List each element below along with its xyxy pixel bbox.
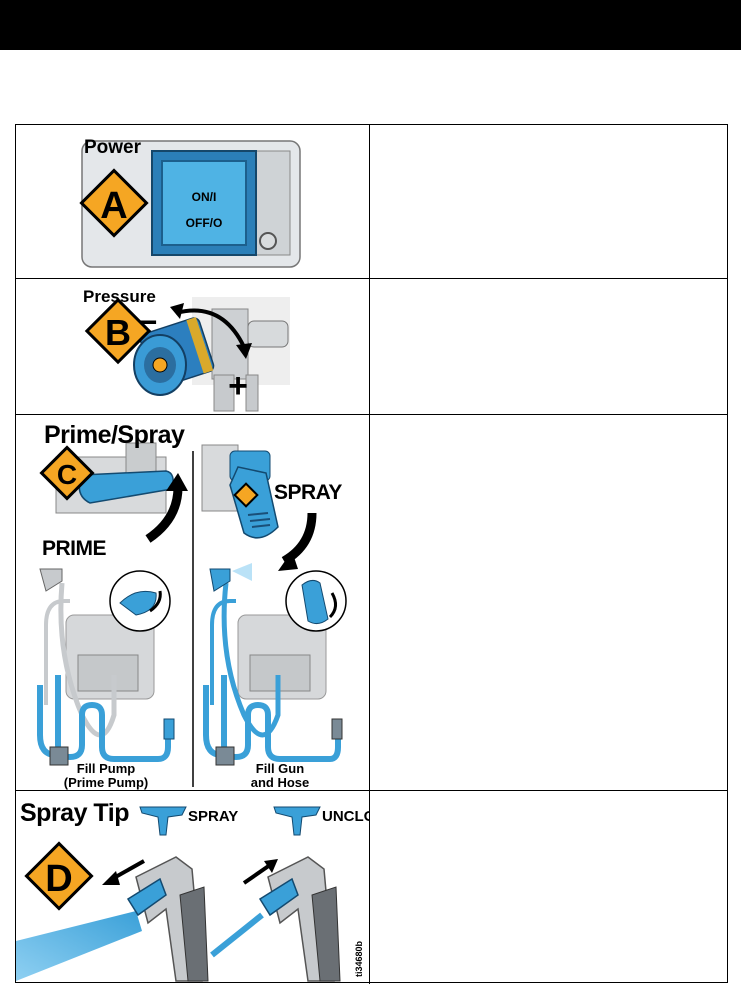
power-illustration: ON/I OFF/O A Power [16, 125, 370, 278]
spray-tip-illustration: SPRAY UNCLOG D ti34680b Spray Tip [16, 791, 370, 984]
prime-label: PRIME [42, 537, 107, 560]
pressure-title: Pressure [83, 287, 156, 306]
controls-table: ON/I OFF/O A Power [15, 124, 728, 984]
plus-label: + [228, 367, 248, 405]
prime-spray-title: Prime/Spray [44, 421, 185, 449]
prime-spray-illustration: C PRIME SPRAY [16, 415, 370, 790]
pressure-description [370, 279, 727, 414]
badge-c-letter: C [57, 459, 77, 490]
badge-d-letter: D [45, 858, 72, 900]
spray-tip-description [370, 791, 727, 984]
prime-spray-row: C PRIME SPRAY [16, 415, 727, 791]
badge-d-icon: D [24, 841, 94, 911]
figure-code: ti34680b [354, 940, 364, 977]
pressure-row: − + B Pressure [16, 279, 727, 415]
power-row: ON/I OFF/O A Power [16, 125, 727, 279]
spray-tip-title: Spray Tip [20, 799, 129, 827]
fill-gun-caption-2: and Hose [251, 775, 310, 790]
spray-tip-row: SPRAY UNCLOG D ti34680b Spray Tip [16, 791, 727, 984]
fill-pump-caption-2: (Prime Pump) [64, 775, 149, 790]
badge-a-letter: A [100, 185, 127, 227]
page-header-bar [0, 0, 741, 50]
switch-on-label: ON/I [192, 190, 217, 204]
switch-off-label: OFF/O [186, 216, 223, 230]
badge-b-icon: B [84, 297, 152, 365]
badge-c-icon: C [39, 445, 95, 501]
tip-unclog-label: UNCLOG [322, 808, 370, 825]
power-description [370, 125, 727, 278]
tip-spray-label: SPRAY [188, 808, 238, 825]
badge-b-letter: B [105, 312, 131, 353]
pressure-illustration: − + B Pressure [16, 279, 370, 414]
fill-pump-caption-1: Fill Pump [77, 761, 136, 776]
badge-a-icon: A [79, 168, 149, 238]
prime-spray-description [370, 415, 727, 790]
fill-gun-caption-1: Fill Gun [256, 761, 304, 776]
power-title: Power [84, 137, 142, 158]
spray-label: SPRAY [274, 481, 342, 504]
